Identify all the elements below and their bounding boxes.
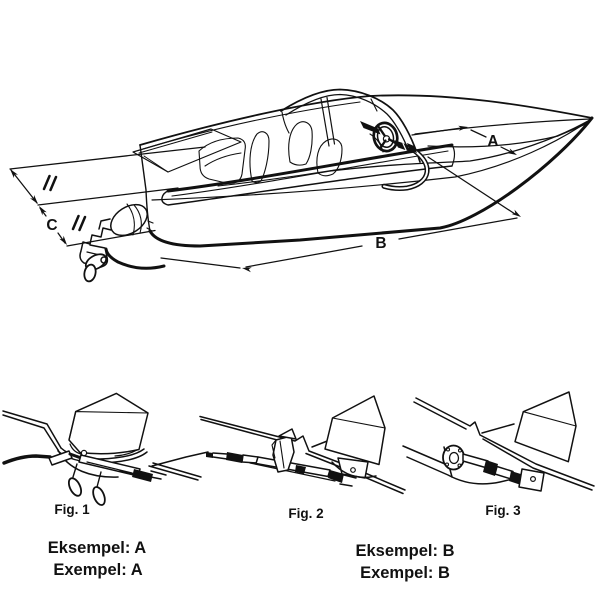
svg-text:Eksempel: A: Eksempel: A — [48, 539, 147, 557]
svg-text:Exempel: A: Exempel: A — [53, 561, 142, 579]
svg-text:Exempel: B: Exempel: B — [360, 564, 450, 582]
svg-text:Fig. 2: Fig. 2 — [288, 506, 323, 521]
svg-text:Fig. 1: Fig. 1 — [54, 502, 90, 517]
svg-text:A: A — [487, 133, 498, 150]
svg-text:C: C — [46, 217, 57, 234]
svg-text:Eksempel: B: Eksempel: B — [355, 542, 454, 560]
svg-text:Fig. 3: Fig. 3 — [485, 503, 521, 518]
svg-text:B: B — [375, 235, 386, 252]
